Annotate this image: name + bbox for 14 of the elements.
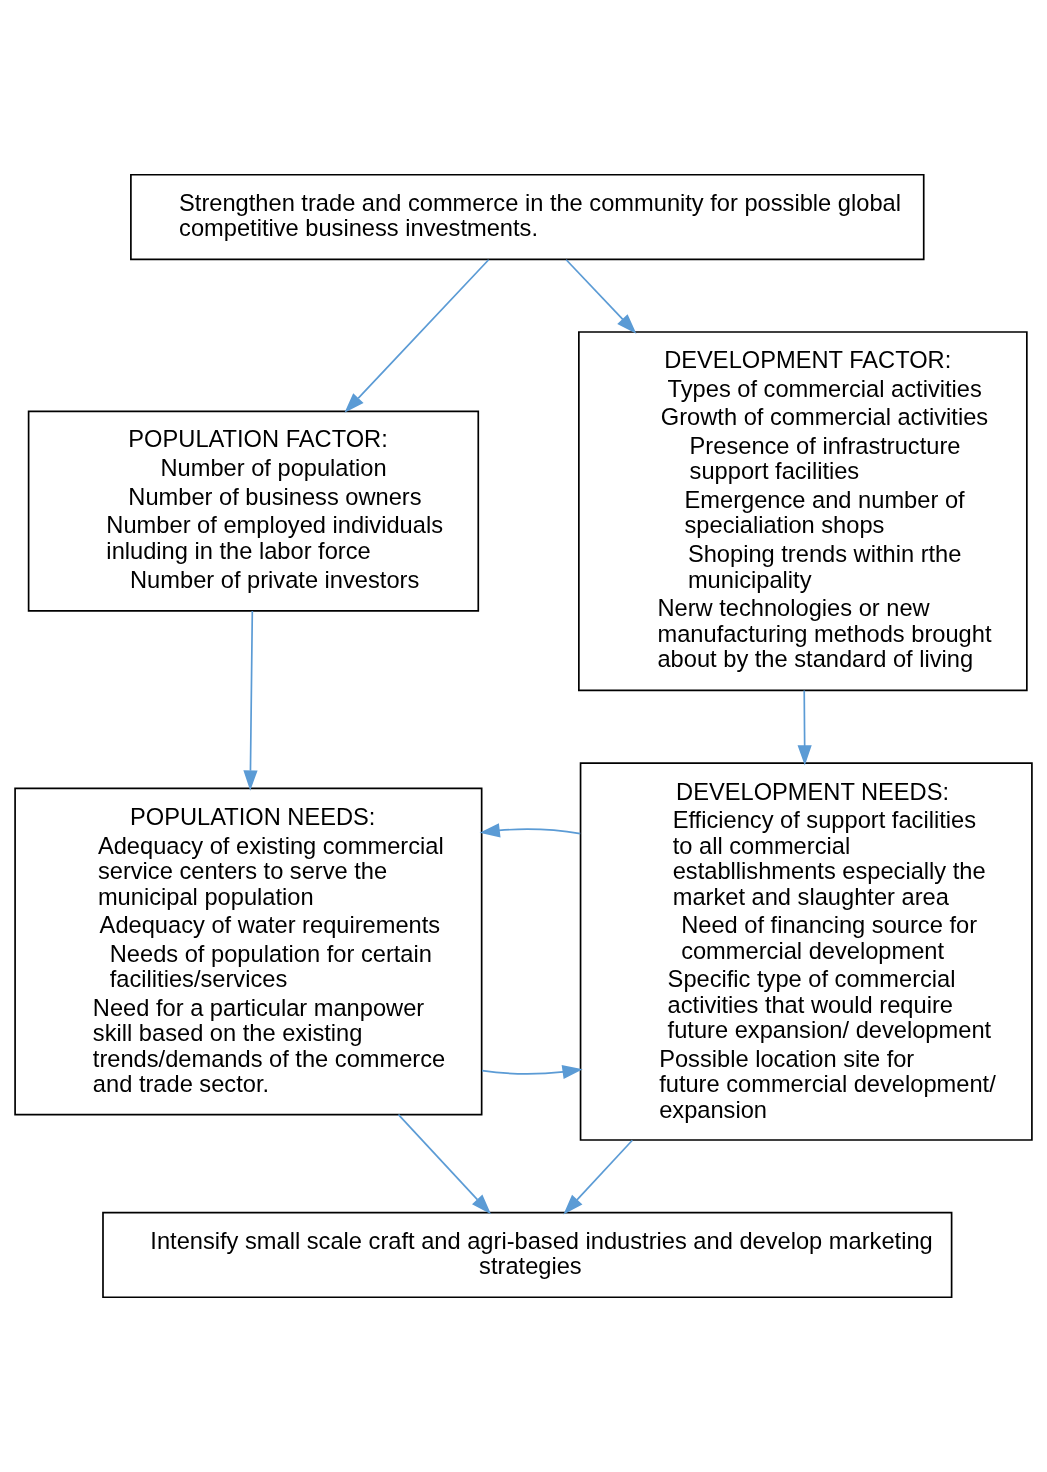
arrow	[563, 1139, 634, 1215]
node-box: POPULATION FACTOR: Number of population Number of business owners Number of employed individuals inluding in the labor force Number of private investors	[27, 410, 480, 612]
arrow	[797, 689, 812, 766]
node-box: DEVELOPMENT NEEDS: Efficiency of support facilities to all commercial establlishments especially the market and slaughter area Need of financing source for commercial development Specific type of commercial activities that would require future expansion/ development Possible location site for future commercial development/ expansion	[579, 762, 1033, 1141]
arrow	[243, 610, 258, 791]
node-box: Intensify small scale craft and agri-based industries and develop marketing strategies	[102, 1211, 953, 1299]
node-box: Strengthen trade and commerce in the community for possible global competitive business investments.	[130, 173, 925, 261]
arrow	[481, 1064, 583, 1079]
node-box: DEVELOPMENT FACTOR: Types of commercial activities Growth of commercial activities Presence of infrastructure support facilities Emergence and number of specialiation shops Shoping trends within rthe municipality Nerw technologies or new manufacturing methods brought about by the standard of living	[578, 331, 1028, 692]
node-box: POPULATION NEEDS: Adequacy of existing commercial service centers to serve the municipal population Adequacy of water requirements Needs of population for certain facilities/services Need for a particular manpower skill based on the existing trends/demands of the commerce and trade sector.	[14, 787, 483, 1116]
arrow	[479, 823, 582, 838]
arrow	[565, 258, 637, 334]
arrow	[397, 1113, 492, 1215]
arrow	[344, 258, 490, 413]
